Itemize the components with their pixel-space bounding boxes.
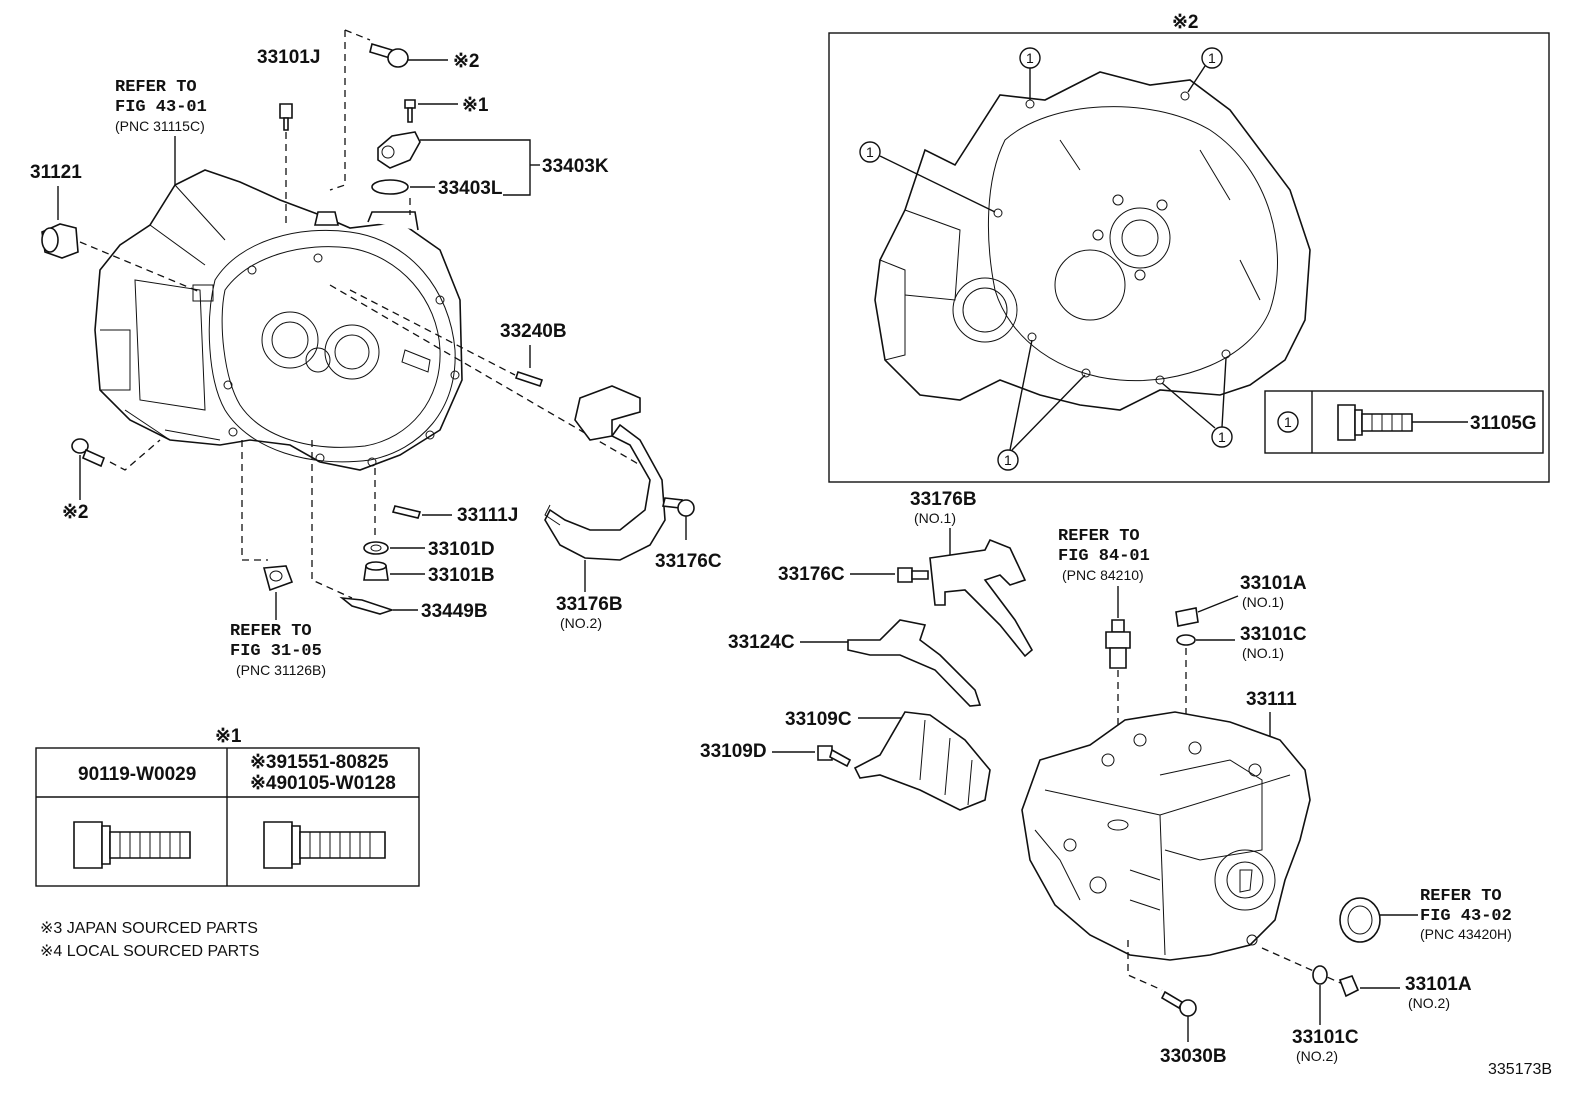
circle-marker: 1 bbox=[1218, 429, 1226, 445]
label-33101A-no2: 33101A bbox=[1405, 974, 1472, 995]
label-33109C: 33109C bbox=[785, 709, 852, 730]
part-33101J-plug bbox=[279, 103, 293, 131]
ref-fig3105-l1: REFER TO bbox=[230, 622, 312, 641]
inset-box bbox=[828, 32, 1550, 483]
part-33124C-plate bbox=[847, 619, 982, 707]
note-local-sourced: ※4 LOCAL SOURCED PARTS bbox=[40, 943, 259, 960]
label-33176B-no2-sub: (NO.2) bbox=[560, 615, 602, 631]
circle-marker: 1 bbox=[1284, 414, 1292, 430]
label-33449B: 33449B bbox=[421, 601, 488, 622]
part-33101C-no2-washer bbox=[1312, 965, 1328, 985]
label-33101B: 33101B bbox=[428, 565, 495, 586]
ref-fig8401-l2: FIG 84-01 bbox=[1058, 547, 1150, 566]
label-33176B-no1-sub: (NO.1) bbox=[914, 510, 956, 526]
label-33403K: 33403K bbox=[542, 156, 609, 177]
part-33176B-no1-bracket bbox=[929, 538, 1034, 658]
bolt-table-left-header: 90119-W0029 bbox=[78, 764, 196, 785]
label-33101A-no1-sub: (NO.1) bbox=[1242, 594, 1284, 610]
part-33176C-bolt-a bbox=[662, 497, 695, 517]
label-33176C-a: 33176C bbox=[655, 551, 722, 572]
part-33101D-washer bbox=[363, 541, 389, 555]
part-33403L-oring bbox=[371, 179, 409, 195]
label-33176B-no1: 33176B bbox=[910, 489, 977, 510]
circle-marker: 1 bbox=[1026, 50, 1034, 66]
marker-m2-top: ※2 bbox=[453, 51, 480, 72]
part-33109D-bolt bbox=[817, 745, 852, 768]
note-japan-sourced: ※3 JAPAN SOURCED PARTS bbox=[40, 920, 258, 937]
part-33030B-bolt bbox=[1160, 990, 1197, 1017]
label-33101J: 33101J bbox=[257, 47, 320, 68]
label-33101C-no1-sub: (NO.1) bbox=[1242, 645, 1284, 661]
label-33030B: 33030B bbox=[1160, 1046, 1227, 1067]
part-33240B-pin bbox=[514, 370, 544, 388]
bolt-table bbox=[35, 747, 420, 887]
label-33176B-no2: 33176B bbox=[556, 594, 623, 615]
label-33101C-no2: 33101C bbox=[1292, 1027, 1359, 1048]
marker-m1: ※1 bbox=[462, 95, 489, 116]
part-33101A-no2-plug bbox=[1338, 975, 1360, 998]
circle-marker: 1 bbox=[866, 144, 874, 160]
part-33101A-no1-plug bbox=[1175, 607, 1199, 627]
label-33111: 33111 bbox=[1246, 689, 1297, 710]
part-33403K-plate bbox=[377, 131, 421, 169]
label-33101D: 33101D bbox=[428, 539, 495, 560]
ref-fig8401-l1: REFER TO bbox=[1058, 527, 1140, 546]
bolt-left-m2 bbox=[71, 438, 106, 468]
ref-fig3105-l3: (PNC 31126B) bbox=[236, 662, 326, 678]
ref-fig4301-l2: FIG 43-01 bbox=[115, 98, 207, 117]
part-sensor-84210 bbox=[1105, 619, 1131, 669]
label-31105G: 31105G bbox=[1470, 413, 1537, 434]
inset-housing-drawing bbox=[874, 71, 1311, 411]
marker-m1-table: ※1 bbox=[215, 726, 242, 747]
label-33124C: 33124C bbox=[728, 632, 795, 653]
ref-fig4302-l2: FIG 43-02 bbox=[1420, 907, 1512, 926]
label-33109D: 33109D bbox=[700, 741, 767, 762]
ref-fig8401-l3: (PNC 84210) bbox=[1062, 567, 1144, 583]
part-43420H-seal bbox=[1339, 897, 1381, 943]
label-33101C-no2-sub: (NO.2) bbox=[1296, 1048, 1338, 1064]
part-33109C-cover bbox=[853, 711, 991, 811]
part-31121-plug bbox=[41, 223, 79, 259]
label-33240B: 33240B bbox=[500, 321, 567, 342]
bolt-31105G-table bbox=[1264, 390, 1544, 454]
part-31126B-plug bbox=[262, 565, 294, 592]
circle-marker: 1 bbox=[1208, 50, 1216, 66]
label-33101C-no1: 33101C bbox=[1240, 624, 1307, 645]
bolt-m1 bbox=[404, 99, 416, 123]
label-33403L: 33403L bbox=[438, 178, 503, 199]
label-33101A-no2-sub: (NO.2) bbox=[1408, 995, 1450, 1011]
inset-callout-markers: 1 1 1 1 1 bbox=[859, 47, 1233, 471]
label-31121: 31121 bbox=[30, 162, 82, 183]
label-33176C-b: 33176C bbox=[778, 564, 845, 585]
bolt-top-m2 bbox=[369, 42, 409, 68]
clutch-housing-drawing bbox=[94, 169, 463, 471]
ref-fig3105-l2: FIG 31-05 bbox=[230, 642, 322, 661]
circle-marker: 1 bbox=[1004, 452, 1012, 468]
ref-fig4301-l1: REFER TO bbox=[115, 78, 197, 97]
marker-m2-inset: ※2 bbox=[1172, 12, 1199, 33]
part-33111-transaxle-case bbox=[1021, 711, 1311, 961]
ref-fig4301-l3: (PNC 31115C) bbox=[115, 118, 205, 134]
diagram-id: 335173B bbox=[1488, 1061, 1552, 1078]
part-33449B-gasket bbox=[339, 596, 395, 615]
ref-fig4302-l1: REFER TO bbox=[1420, 887, 1502, 906]
bolt-table-right-header-2: ※490105-W0128 bbox=[250, 773, 396, 794]
part-33176C-bolt-b bbox=[897, 567, 929, 583]
marker-m2-left: ※2 bbox=[62, 502, 89, 523]
part-33176B-no2-bracket bbox=[544, 385, 666, 561]
bolt-table-right-header-1: ※391551-80825 bbox=[250, 752, 389, 773]
part-33111J-pin bbox=[391, 505, 422, 519]
label-33111J: 33111J bbox=[457, 505, 518, 526]
ref-fig4302-l3: (PNC 43420H) bbox=[1420, 926, 1512, 942]
part-33101C-no1-washer bbox=[1176, 634, 1196, 646]
label-33101A-no1: 33101A bbox=[1240, 573, 1307, 594]
